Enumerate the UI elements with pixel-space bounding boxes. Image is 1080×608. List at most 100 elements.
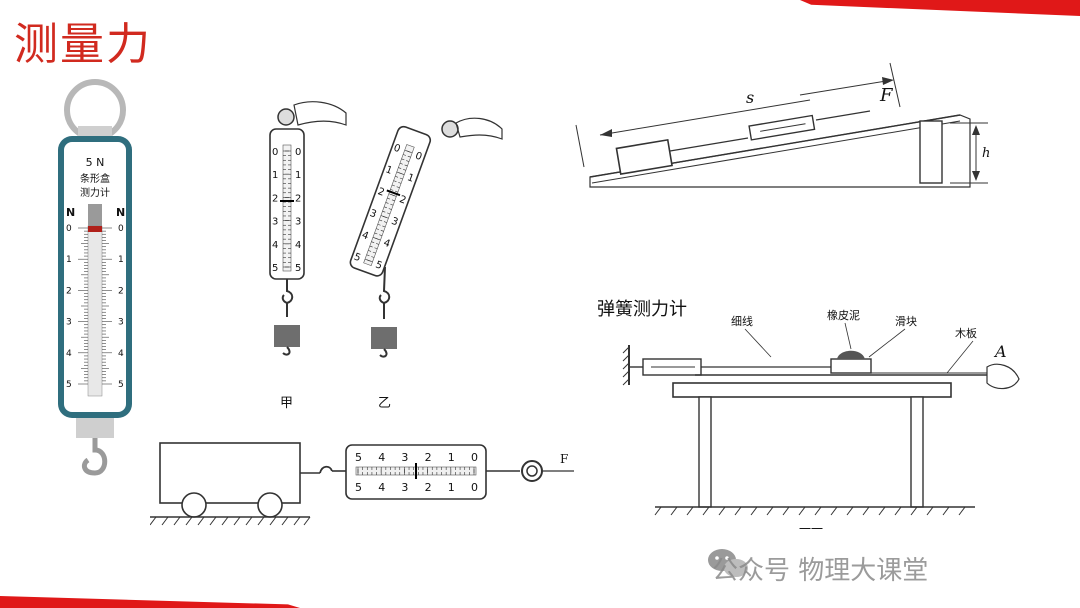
scale-label: 3 [272,217,278,228]
svg-text:s: s [746,88,754,107]
scale-tick [404,164,408,167]
scale-tick [399,177,403,180]
scale-tick [398,172,405,175]
scale-tick [406,160,410,162]
scale-tick [375,243,379,245]
scale-label: 5 [355,481,362,494]
scale-label: 4 [378,451,385,464]
scale-tick [391,199,395,202]
svg-text:条形盒: 条形盒 [80,172,110,185]
scale-tick [385,202,389,204]
svg-text:滑块: 滑块 [895,315,917,328]
top-red-bar [800,0,1080,16]
scale-tick [371,256,375,258]
scale-label: 1 [118,255,124,265]
scale-tick [377,223,381,226]
scale-label: 5 [355,451,362,464]
scale-label: 4 [360,230,370,243]
scale-label: 2 [376,186,386,199]
scale-label: 2 [295,193,301,204]
svg-text:甲: 甲 [280,396,293,411]
page-title: 测量力 [14,19,152,70]
scale-tick [366,254,370,257]
bottom-red-bar [0,596,300,608]
scale-tick [382,225,386,228]
scale-label: 0 [471,451,478,464]
scale-tick [390,194,397,197]
scale-label: 2 [66,286,72,296]
svg-text:细线: 细线 [731,314,753,328]
scale-label: 1 [448,481,455,494]
scale-tick [398,167,402,169]
scale-label: 1 [406,172,416,185]
scale-tick [396,186,400,189]
scale-label: 3 [390,216,400,229]
svg-text:5 N: 5 N [86,156,105,169]
scale-tick [374,247,378,250]
scale-tick [374,237,381,241]
scale-label: 3 [368,208,378,221]
scale-tick [395,175,399,178]
scale-label: 5 [272,263,278,274]
scale-label: 0 [295,147,301,158]
scale-label: 0 [414,150,424,163]
svg-text:N: N [66,206,75,219]
svg-text:橡皮泥: 橡皮泥 [827,309,860,322]
scale-label: 2 [425,481,432,494]
scale-label: 1 [384,164,394,177]
scale-tick [383,206,387,209]
scale-label: 4 [295,240,301,251]
scale-tick [372,251,376,254]
scale-label: 3 [401,481,408,494]
scale-label: 1 [272,170,278,181]
scale-tick [379,234,383,236]
scale-label: 2 [425,451,432,464]
scale-label: 0 [66,224,72,234]
svg-text:h: h [982,146,990,161]
scale-label: 5 [374,259,384,272]
svg-text:木板: 木板 [955,326,977,340]
scale-label: 5 [295,263,301,274]
scale-tick [390,189,394,191]
scale-tick [387,212,391,215]
scale-label: 0 [272,147,278,158]
scale-tick [369,245,373,248]
scale-tick [380,230,384,232]
scale-label: 3 [118,318,124,328]
scale-label: 0 [118,224,124,234]
scale-label: 2 [118,286,124,296]
scale-tick [399,162,403,165]
scale-label: 4 [382,238,392,251]
scale-label: 3 [295,217,301,228]
scale-tick [379,219,383,222]
scale-tick [390,203,394,206]
scale-tick [366,259,373,263]
scale-label: 5 [66,380,72,390]
scale-tick [402,168,406,171]
table-setup-diagram: 弹簧测力计 细线 橡皮泥 滑块 木板 A 一一 [597,299,1020,536]
scale-label: 0 [392,143,402,156]
scale-tick [383,221,387,223]
scale-label: 4 [272,240,278,251]
scale-label: 0 [471,481,478,494]
scale-tick [371,241,375,243]
watermark-text: 公众号 物理大课堂 [712,556,929,586]
scale-tick [382,210,386,213]
scale-label: 4 [66,349,72,359]
scale-tick [403,154,407,156]
scale-tick [393,180,397,182]
svg-text:A: A [993,342,1007,361]
scale-tick [388,208,392,210]
scale-label: 4 [118,349,124,359]
scale-label: 5 [118,380,124,390]
scale-tick [374,232,378,235]
scale-tick [382,215,389,219]
scale-label: 1 [66,255,72,265]
svg-text:N: N [116,206,125,219]
svg-text:F: F [879,85,894,106]
scale-tick [398,182,402,184]
svg-text:乙: 乙 [378,396,391,411]
